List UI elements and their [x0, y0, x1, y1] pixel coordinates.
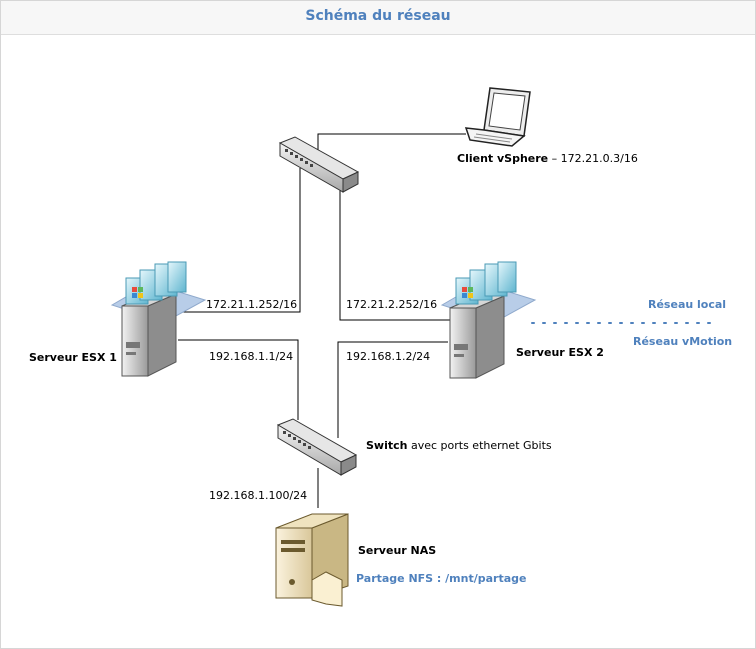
link-esx1-to-switch-bottom [178, 339, 299, 420]
laptop-icon [464, 87, 531, 147]
client-separator: – [548, 152, 561, 165]
esx1-server-icon [110, 261, 207, 377]
esx1-lan-ip: 172.21.1.252/16 [206, 298, 298, 311]
esx1-vmotion-ip: 192.168.1.1/24 [209, 350, 294, 363]
link-switch-top-to-client [317, 133, 466, 155]
nfs-share-folder-icon [311, 571, 343, 607]
switch-label: Switch avec ports ethernet Gbits [366, 439, 552, 452]
nas-share-label: Partage NFS : /mnt/partage [356, 572, 527, 585]
nas-ip: 192.168.1.100/24 [209, 489, 308, 502]
link-esx2-to-switch-bottom [337, 341, 448, 438]
nas-server-icon [275, 513, 349, 607]
links [178, 133, 466, 508]
page-title: Schéma du réseau [305, 8, 451, 24]
client-name: Client vSphere [457, 152, 549, 165]
esx1-label: Serveur ESX 1 [29, 351, 117, 364]
switch-name: Switch [366, 439, 408, 452]
esx2-label: Serveur ESX 2 [516, 346, 604, 359]
esx2-vmotion-ip: 192.168.1.2/24 [346, 350, 431, 363]
esx2-server-icon [440, 261, 537, 379]
nas-label: Serveur NAS [358, 544, 437, 557]
esx2-vm-icons [455, 261, 517, 305]
legend-vmotion: Réseau vMotion [633, 335, 733, 348]
legend-local: Réseau local [648, 298, 727, 311]
client-label: Client vSphere – 172.21.0.3/16 [457, 152, 638, 165]
switch-desc: avec ports ethernet Gbits [407, 439, 552, 452]
switch-top-icon [278, 136, 360, 193]
esx2-lan-ip: 172.21.2.252/16 [346, 298, 438, 311]
link-switch-top-to-esx1 [178, 168, 301, 313]
switch-bottom-icon [276, 418, 358, 476]
title-bar: Schéma du réseau [1, 1, 755, 35]
client-ip: 172.21.0.3/16 [560, 152, 638, 165]
esx1-vm-icons [125, 261, 187, 305]
link-switch-top-to-esx2 [339, 188, 450, 321]
